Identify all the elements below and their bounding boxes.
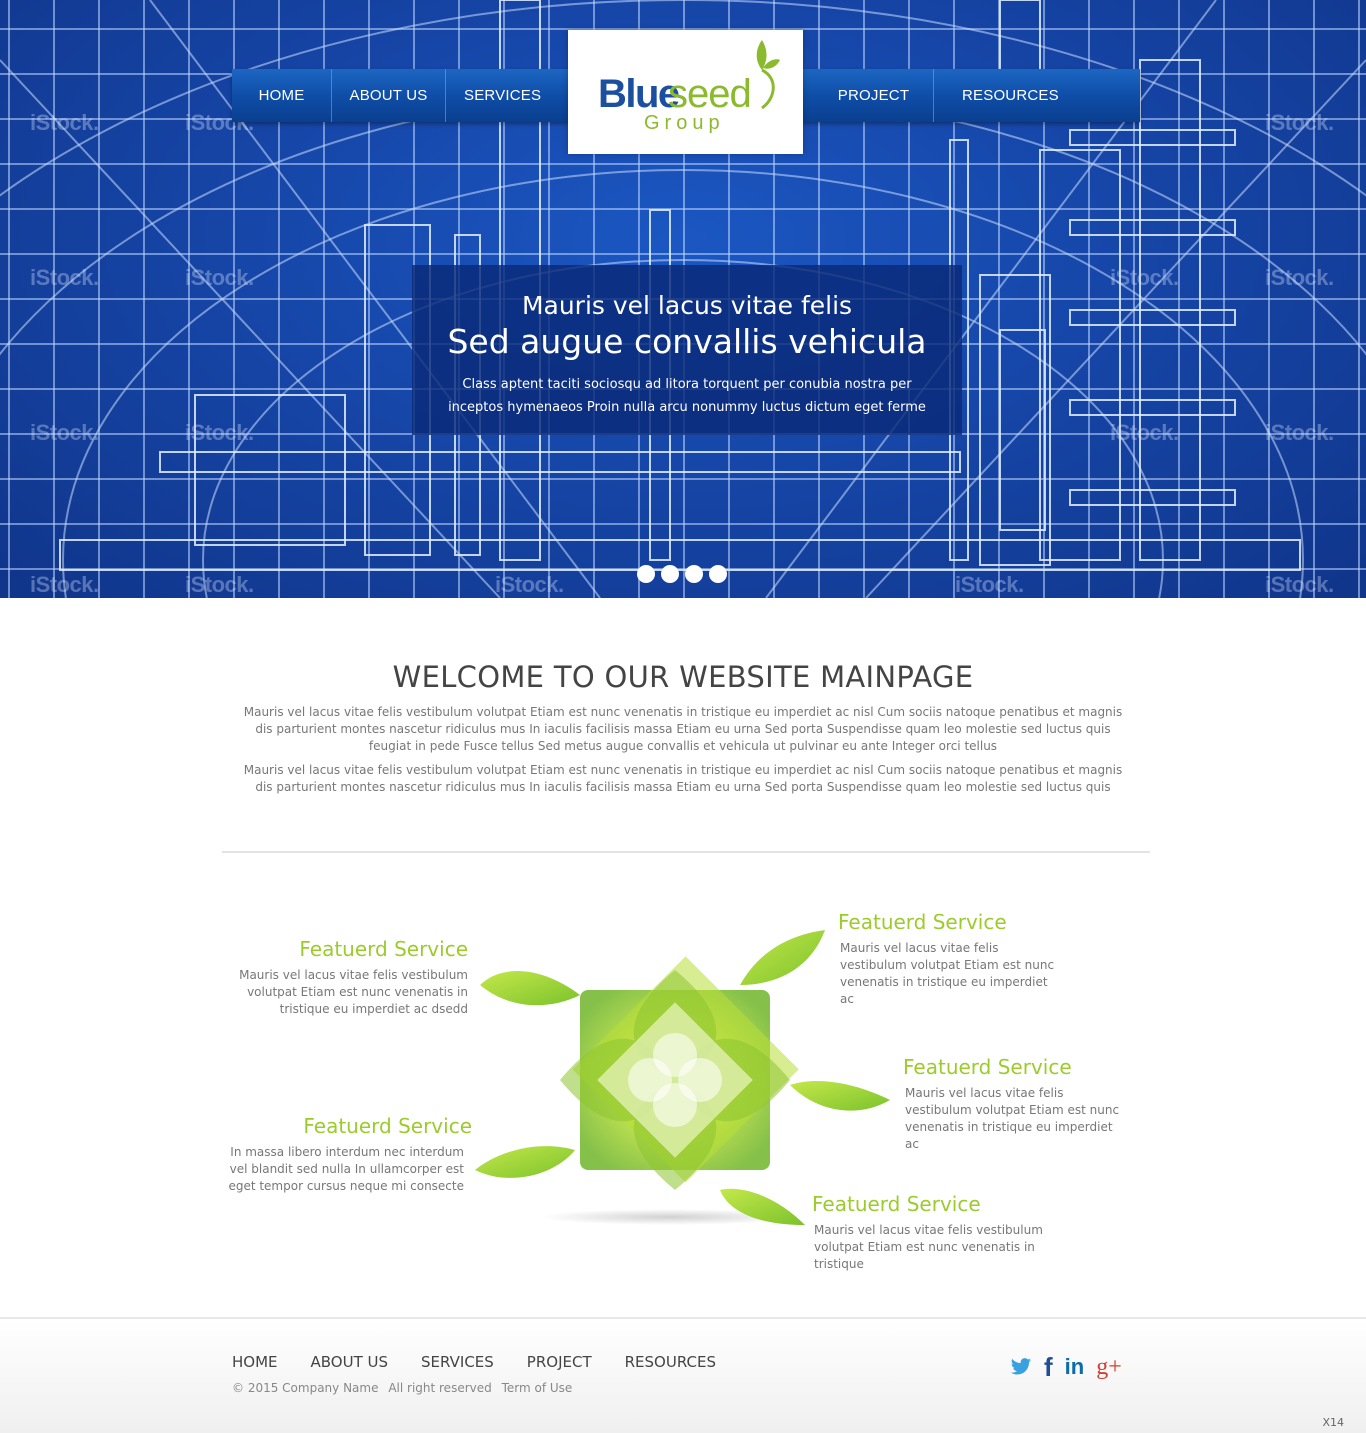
- slider-dot-1[interactable]: [637, 565, 655, 583]
- watermark: iStock.: [30, 265, 99, 290]
- feature-title: Featuerd Service: [303, 1114, 472, 1138]
- feature-item: Featuerd Service Mauris vel lacus vitae …: [903, 1055, 1123, 1153]
- slider-dot-4[interactable]: [709, 565, 727, 583]
- watermark: iStock.: [185, 265, 254, 290]
- feature-text: In massa libero interdum nec interdum ve…: [228, 1145, 464, 1193]
- watermark: iStock.: [1110, 420, 1179, 445]
- footer-nav-services[interactable]: SERVICES: [421, 1353, 494, 1371]
- feature-item: Featuerd Service Mauris vel lacus vitae …: [208, 937, 468, 1018]
- social-links: f in g+: [1010, 1352, 1122, 1382]
- feature-item: Featuerd Service In massa libero interdu…: [222, 1114, 472, 1195]
- copyright: © 2015 Company Name All right reserved T…: [232, 1381, 572, 1395]
- slider-dot-3[interactable]: [685, 565, 703, 583]
- logo-text-green: seed: [668, 72, 752, 116]
- watermark: iStock.: [495, 572, 564, 597]
- welcome-title: WELCOME TO OUR WEBSITE MAINPAGE: [392, 660, 974, 694]
- watermark: iStock.: [1265, 265, 1334, 290]
- nav-project[interactable]: PROJECT: [802, 69, 934, 122]
- facebook-icon[interactable]: f: [1044, 1352, 1053, 1382]
- footer-nav-project[interactable]: PROJECT: [526, 1353, 592, 1371]
- watermark: iStock.: [955, 572, 1024, 597]
- footer-nav-about-us[interactable]: ABOUT US: [310, 1353, 389, 1371]
- google-plus-icon[interactable]: g+: [1096, 1354, 1122, 1380]
- watermark: iStock.: [1110, 265, 1179, 290]
- linkedin-icon[interactable]: in: [1064, 1354, 1085, 1379]
- twitter-icon[interactable]: [1010, 1357, 1032, 1377]
- watermark: iStock.: [185, 420, 254, 445]
- copyright-text: © 2015 Company Name: [232, 1381, 379, 1395]
- feature-text: Mauris vel lacus vitae felis vestibulum …: [814, 1223, 1043, 1271]
- watermark: iStock.: [1265, 572, 1334, 597]
- watermark: iStock.: [30, 420, 99, 445]
- sprout-icon: [756, 40, 780, 110]
- slider-dot-2[interactable]: [661, 565, 679, 583]
- watermark: iStock.: [30, 572, 99, 597]
- footer-nav-resources[interactable]: RESOURCES: [624, 1353, 716, 1371]
- welcome-paragraph-1: Mauris vel lacus vitae felis vestibulum …: [243, 705, 1123, 753]
- main-nav-left: HOME ABOUT US SERVICES: [232, 69, 570, 122]
- logo[interactable]: Blue seed Group: [568, 30, 803, 154]
- feature-text: Mauris vel lacus vitae felis vestibulum …: [905, 1086, 1120, 1151]
- hero-subtitle: Mauris vel lacus vitae felis: [521, 291, 853, 320]
- section-divider: [222, 851, 1150, 853]
- footer: HOME ABOUT US SERVICES PROJECT RESOURCES…: [0, 1317, 1366, 1433]
- nav-services[interactable]: SERVICES: [464, 87, 542, 104]
- hero-text: Class aptent taciti sociosqu ad litora t…: [448, 377, 926, 415]
- watermark: iStock.: [1265, 110, 1334, 135]
- feature-text: Mauris vel lacus vitae felis vestibulum …: [840, 941, 1055, 1006]
- watermark: iStock.: [185, 572, 254, 597]
- page-marker: X14: [1322, 1416, 1344, 1429]
- hero-slider: iStock. iStock. iStock. iStock. iStock. …: [0, 0, 1366, 598]
- footer-nav-home[interactable]: HOME: [232, 1353, 278, 1371]
- feature-item: Featuerd Service Mauris vel lacus vitae …: [812, 1192, 1082, 1273]
- feature-title: Featuerd Service: [903, 1055, 1072, 1079]
- feature-title: Featuerd Service: [838, 910, 1007, 934]
- leaf-flower-illustration: [475, 930, 890, 1225]
- feature-item: Featuerd Service Mauris vel lacus vitae …: [838, 910, 1058, 1008]
- feature-text: Mauris vel lacus vitae felis vestibulum …: [239, 968, 468, 1016]
- nav-about-us[interactable]: ABOUT US: [332, 69, 446, 122]
- nav-home[interactable]: HOME: [232, 69, 332, 122]
- slider-dots: [637, 565, 727, 583]
- logo-text-blue: Blue: [598, 72, 680, 116]
- terms-link[interactable]: Term of Use: [501, 1381, 573, 1395]
- logo-subtitle: Group: [644, 112, 725, 134]
- watermark: iStock.: [30, 110, 99, 135]
- hero-title: Sed augue convallis vehicula: [447, 322, 927, 361]
- feature-title: Featuerd Service: [299, 937, 468, 961]
- watermark: iStock.: [1265, 420, 1334, 445]
- hero-caption: Mauris vel lacus vitae felis Sed augue c…: [412, 265, 962, 435]
- nav-resources[interactable]: RESOURCES: [962, 87, 1059, 104]
- main-nav-right: PROJECT RESOURCES: [802, 69, 1140, 122]
- feature-title: Featuerd Service: [812, 1192, 981, 1216]
- rights-text: All right reserved: [388, 1381, 492, 1395]
- footer-nav: HOME ABOUT US SERVICES PROJECT RESOURCES: [232, 1353, 716, 1371]
- welcome-paragraph-2: Mauris vel lacus vitae felis vestibulum …: [243, 763, 1123, 794]
- welcome-section: WELCOME TO OUR WEBSITE MAINPAGE Mauris v…: [0, 660, 1366, 796]
